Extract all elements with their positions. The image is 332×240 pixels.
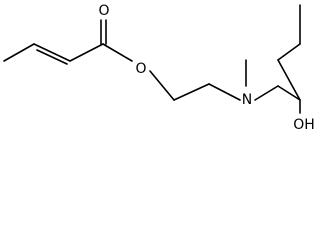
molecule-drawing: O O N OH	[3, 3, 315, 133]
bond-ch2-ch2-propyl	[277, 43, 301, 61]
structure-diagram: O O N OH	[3, 3, 315, 133]
bond-ch2-ch2	[173, 83, 210, 101]
atom-label-hydroxyl: OH	[293, 117, 315, 133]
bond-c1-c2	[3, 43, 35, 62]
atom-label-nitrogen: N	[242, 92, 252, 108]
bond-c3-c4	[69, 43, 104, 62]
bond-c2-c3-double-inner	[36, 49, 68, 65]
bond-ch2-n	[208, 83, 241, 101]
bond-c2-c3-double-outer	[33, 43, 71, 62]
bond-n-ch2	[254, 85, 279, 101]
atom-label-ester-oxygen: O	[135, 61, 146, 77]
bond-o-ester-ch2	[149, 70, 175, 101]
atom-label-carbonyl-oxygen: O	[98, 3, 109, 19]
bond-c4-o-ester	[102, 43, 133, 62]
bond-ch2-choh	[277, 85, 301, 101]
bond-choh-ch2	[277, 59, 301, 101]
